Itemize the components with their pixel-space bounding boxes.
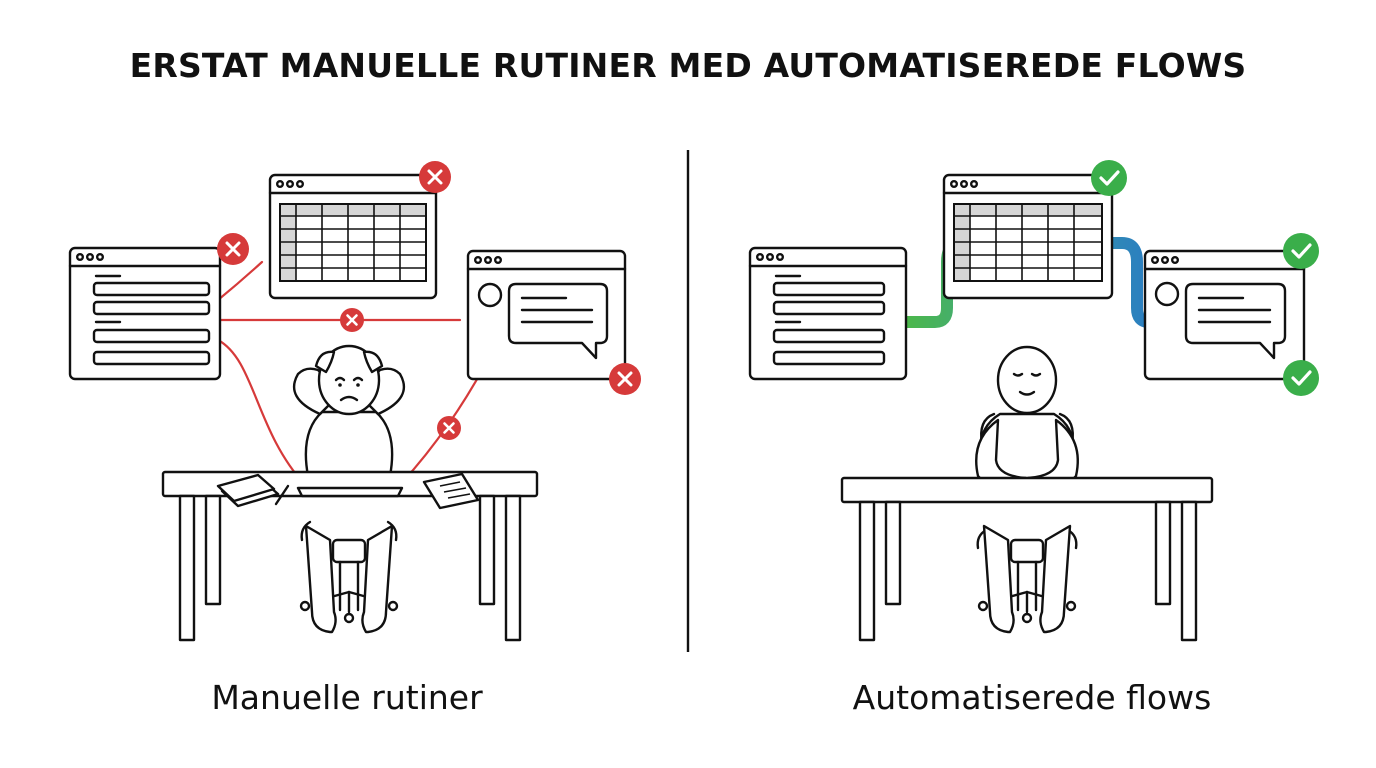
automated-panel	[748, 160, 1319, 642]
stressed-person	[292, 344, 406, 634]
page-title: ERSTAT MANUELLE RUTINER MED AUTOMATISERE…	[129, 46, 1247, 85]
pen	[274, 484, 290, 506]
keyboard	[296, 486, 404, 498]
manual-panel	[68, 161, 641, 642]
chat-window	[1143, 249, 1306, 381]
desk	[840, 476, 1214, 642]
error-badge	[437, 416, 461, 440]
automated-caption: Automatiserede flows	[852, 678, 1212, 717]
error-badge	[217, 233, 249, 265]
papers-stack	[216, 473, 280, 508]
success-badge	[1283, 233, 1319, 269]
error-badge	[340, 308, 364, 332]
spreadsheet-window	[268, 173, 438, 300]
form-window	[68, 246, 222, 381]
spreadsheet-window	[942, 173, 1114, 300]
success-badge	[1091, 160, 1127, 196]
success-badge	[1283, 360, 1319, 396]
error-badge	[609, 363, 641, 395]
error-badge	[419, 161, 451, 193]
notebook	[422, 472, 480, 510]
form-window	[748, 246, 908, 381]
manual-caption: Manuelle rutiner	[211, 678, 483, 717]
chat-window	[466, 249, 627, 381]
